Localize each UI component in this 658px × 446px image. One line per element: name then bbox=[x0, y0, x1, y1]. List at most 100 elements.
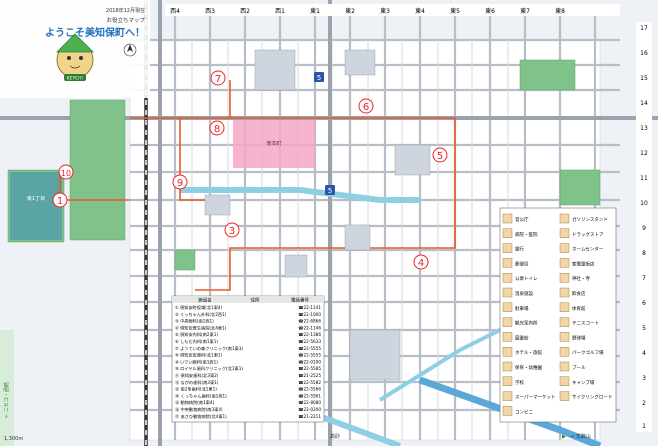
bottom-left-direction: ← ニセコ・函館 1,300m bbox=[0, 330, 23, 446]
marker-4[interactable]: 4 bbox=[413, 254, 429, 270]
svg-text:東6: 東6 bbox=[485, 7, 495, 15]
legend-icon bbox=[502, 287, 513, 298]
legend-label: ガソリンスタンド bbox=[572, 216, 608, 223]
scale-label: 1,300m bbox=[4, 436, 23, 442]
table-row-tel: ☎22-0100 bbox=[298, 359, 321, 364]
table-row-name: ⑦ ようていの森クリニック(南1東3) bbox=[175, 345, 243, 352]
marker-6[interactable]: 6 bbox=[358, 98, 374, 114]
table-row-tel: ☎21-2525 bbox=[298, 373, 321, 378]
table-row-name: ⑥ しもだ内科(南1東1) bbox=[175, 338, 218, 345]
legend-label: スーパーマーケット bbox=[515, 394, 555, 401]
table-row-tel: ☎22-0200 bbox=[298, 407, 321, 412]
legend-label: ドラッグストア bbox=[572, 231, 604, 238]
west-block-label: 東1丁目 bbox=[27, 195, 45, 202]
table-row-name: ⑩ ロイヤル歯科クリニック(北1東1) bbox=[175, 365, 243, 372]
marker-9[interactable]: 9 bbox=[172, 174, 188, 190]
svg-text:5: 5 bbox=[437, 151, 443, 162]
legend-icon bbox=[559, 213, 570, 224]
svg-text:7: 7 bbox=[642, 275, 646, 282]
svg-text:西2: 西2 bbox=[240, 8, 250, 15]
legend-items: 官公庁病院・医院銀行郵便局公衆トイレ温泉施設駐車場観光案内所図書館ホテル・旅館保… bbox=[502, 213, 612, 416]
table-row-name: ⑬ 南2条歯科(北1東1) bbox=[175, 386, 217, 393]
table-row-name: ③ 中央眼科(南1西1) bbox=[175, 318, 214, 325]
legend-label: 公衆トイレ bbox=[515, 275, 538, 282]
legend-label: 観光案内所 bbox=[515, 320, 538, 327]
table-row-tel: ☎22-5566 bbox=[298, 387, 321, 392]
svg-text:4: 4 bbox=[418, 258, 424, 269]
marker-1[interactable]: 1 bbox=[52, 192, 68, 208]
marker-7[interactable]: 7 bbox=[210, 70, 226, 86]
svg-text:8: 8 bbox=[642, 250, 646, 257]
legend-icon bbox=[502, 406, 513, 416]
svg-text:東5: 東5 bbox=[450, 7, 460, 15]
table-row-name: ⑫ ながの歯科(南3東1) bbox=[175, 379, 219, 386]
svg-text:2: 2 bbox=[642, 400, 646, 407]
legend-label: 病院・医院 bbox=[515, 231, 538, 238]
legend-icon bbox=[502, 213, 513, 224]
legend-icon bbox=[502, 273, 513, 283]
svg-text:5: 5 bbox=[328, 187, 332, 195]
legend-icon bbox=[502, 347, 513, 357]
marker-8[interactable]: 8 bbox=[209, 120, 225, 136]
legend-icon bbox=[502, 361, 513, 372]
route-sign-1: 5 bbox=[314, 72, 324, 82]
svg-text:10: 10 bbox=[640, 200, 648, 207]
table-header-name: 施設名 bbox=[198, 297, 212, 304]
legend-icon bbox=[502, 317, 513, 327]
west-complex bbox=[10, 172, 62, 240]
pink-district bbox=[233, 120, 315, 168]
pink-district-label: 南本町 bbox=[266, 140, 281, 147]
marker-10[interactable]: 10 bbox=[58, 164, 74, 180]
table-row-tel: ☎22-1146 bbox=[298, 325, 321, 330]
legend-icon bbox=[559, 287, 570, 298]
svg-text:3: 3 bbox=[229, 226, 235, 237]
marker-5[interactable]: 5 bbox=[432, 147, 448, 163]
legend-icon bbox=[559, 317, 570, 327]
svg-text:東4: 東4 bbox=[415, 7, 425, 15]
svg-text:6: 6 bbox=[642, 300, 646, 307]
table-row-name: ⑯ 中央動物病院(南3東4) bbox=[175, 406, 223, 413]
marker-3[interactable]: 3 bbox=[224, 222, 240, 238]
svg-text:東2: 東2 bbox=[345, 7, 355, 15]
legend-label: 駐車場 bbox=[515, 305, 529, 312]
table-row-tel: ☎22-8080 bbox=[298, 400, 321, 405]
legend-label: 家電量販店 bbox=[572, 260, 595, 267]
svg-text:東8: 東8 bbox=[555, 7, 565, 15]
svg-text:8: 8 bbox=[214, 124, 220, 135]
subtitle: お役立ちマップ bbox=[106, 16, 145, 24]
table-row-tel: ☎22-1386 bbox=[298, 332, 321, 337]
mascot-illustration: KEYCH! bbox=[56, 33, 94, 82]
table-row-name: ⑭ くっちゃん歯科(南1西1) bbox=[175, 392, 227, 399]
svg-text:西4: 西4 bbox=[170, 8, 180, 15]
legend-icon bbox=[559, 376, 570, 386]
svg-text:西3: 西3 bbox=[205, 8, 215, 15]
svg-text:12: 12 bbox=[640, 150, 648, 157]
legend-icon bbox=[502, 302, 513, 312]
north-arrow-icon bbox=[123, 43, 137, 57]
svg-text:6: 6 bbox=[363, 102, 369, 113]
table-header-tel: 電話番号 bbox=[291, 297, 309, 304]
legend-label: 神社・寺 bbox=[572, 275, 590, 282]
legend-label: プール bbox=[572, 365, 586, 371]
svg-text:3: 3 bbox=[642, 375, 646, 382]
mascot-badge: KEYCH! bbox=[67, 76, 84, 82]
legend-label: コンビニ bbox=[515, 408, 533, 415]
bypass-road bbox=[418, 376, 602, 446]
legend-icon bbox=[502, 332, 513, 342]
table-row-name: ⑧ 倶知安皮膚科(北1東1) bbox=[175, 352, 223, 359]
date-label: 2018年12月現在 bbox=[106, 7, 145, 14]
table-row-tel: ☎22-6866 bbox=[298, 319, 321, 324]
legend-icon bbox=[559, 361, 570, 372]
legend-icon bbox=[559, 258, 570, 268]
svg-text:5: 5 bbox=[642, 325, 646, 332]
svg-text:14: 14 bbox=[640, 100, 648, 107]
river bbox=[180, 187, 420, 203]
legend-icon bbox=[559, 273, 570, 283]
east-direction-prefix: ▶ bbox=[562, 434, 566, 440]
legend-label: 学校 bbox=[515, 379, 524, 386]
legend-icon bbox=[559, 302, 570, 312]
bottom-right-direction: ▶ → 羊蹄山 bbox=[562, 433, 591, 440]
